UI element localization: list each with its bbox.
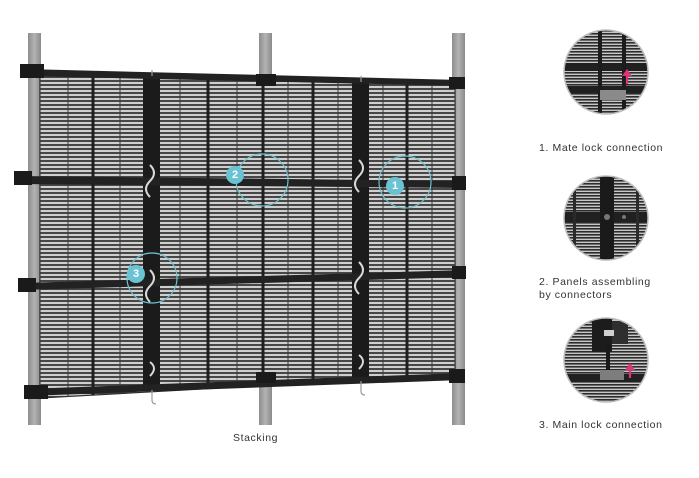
detail-panel-connectors — [560, 174, 655, 264]
caption-panels-line1: 2. Panels assembling — [539, 276, 699, 289]
caption-main-lock: 3. Main lock connection — [539, 419, 663, 432]
callout-badge-3: 3 — [127, 265, 145, 283]
detail-mate-lock — [560, 28, 655, 118]
caption-panels-assembling: 2. Panels assembling by connectors — [539, 276, 699, 302]
callout-badge-1: 1 — [386, 177, 404, 195]
callout-badge-2: 2 — [226, 166, 244, 184]
detail-main-lock — [560, 316, 655, 406]
caption-mate-lock: 1. Mate lock connection — [539, 142, 663, 155]
pole-left — [28, 33, 41, 425]
spine-right — [352, 82, 369, 381]
main-caption: Stacking — [233, 432, 278, 445]
spine-left — [143, 76, 160, 390]
caption-panels-line2: by connectors — [539, 289, 699, 302]
